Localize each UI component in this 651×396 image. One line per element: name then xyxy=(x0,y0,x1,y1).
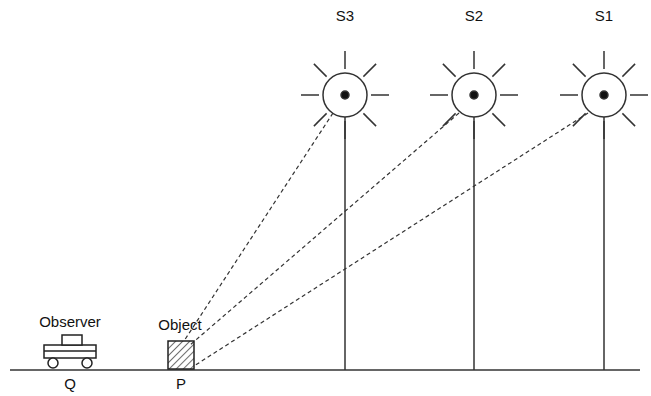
sun-label: S2 xyxy=(465,8,483,25)
sun-ray xyxy=(443,64,456,77)
sun-ray xyxy=(443,113,456,126)
sun-ray xyxy=(314,64,327,77)
sun-ray xyxy=(492,113,505,126)
sun-center xyxy=(600,91,608,99)
sun-ray xyxy=(473,121,475,139)
observer-label: Observer xyxy=(39,314,101,331)
sun-disc xyxy=(452,73,496,117)
sun-center xyxy=(470,91,478,99)
point-label: P xyxy=(176,376,186,393)
observer-cart xyxy=(44,335,96,368)
sun-ray xyxy=(573,113,586,126)
sun-ray xyxy=(492,64,505,77)
sun-ray xyxy=(371,94,389,96)
object-label: Object xyxy=(158,317,201,334)
object-block xyxy=(168,341,194,369)
sun-ray xyxy=(603,121,605,139)
sun-ray xyxy=(500,94,518,96)
sun-center xyxy=(341,91,349,99)
sun-label: S3 xyxy=(336,8,354,25)
sun-ray xyxy=(630,94,648,96)
sun-ray xyxy=(622,64,635,77)
sun-ray xyxy=(301,94,319,96)
sun-disc xyxy=(323,73,367,117)
sun-ray xyxy=(363,64,376,77)
point-label: Q xyxy=(64,376,76,393)
sun-ray xyxy=(430,94,448,96)
sun-ray xyxy=(573,64,586,77)
sun-ray xyxy=(344,51,346,69)
sun-ray xyxy=(363,113,376,126)
sun-symbols xyxy=(301,51,648,139)
sun-ray xyxy=(603,51,605,69)
sun-ray xyxy=(344,121,346,139)
light-rays xyxy=(184,113,588,366)
sun-ray xyxy=(622,113,635,126)
sun-disc xyxy=(582,73,626,117)
sun-label: S1 xyxy=(595,8,613,25)
sun-poles xyxy=(345,117,604,370)
sun-ray xyxy=(560,94,578,96)
ground-line xyxy=(10,369,640,371)
sun-ray xyxy=(314,113,327,126)
sun-ray xyxy=(473,51,475,69)
